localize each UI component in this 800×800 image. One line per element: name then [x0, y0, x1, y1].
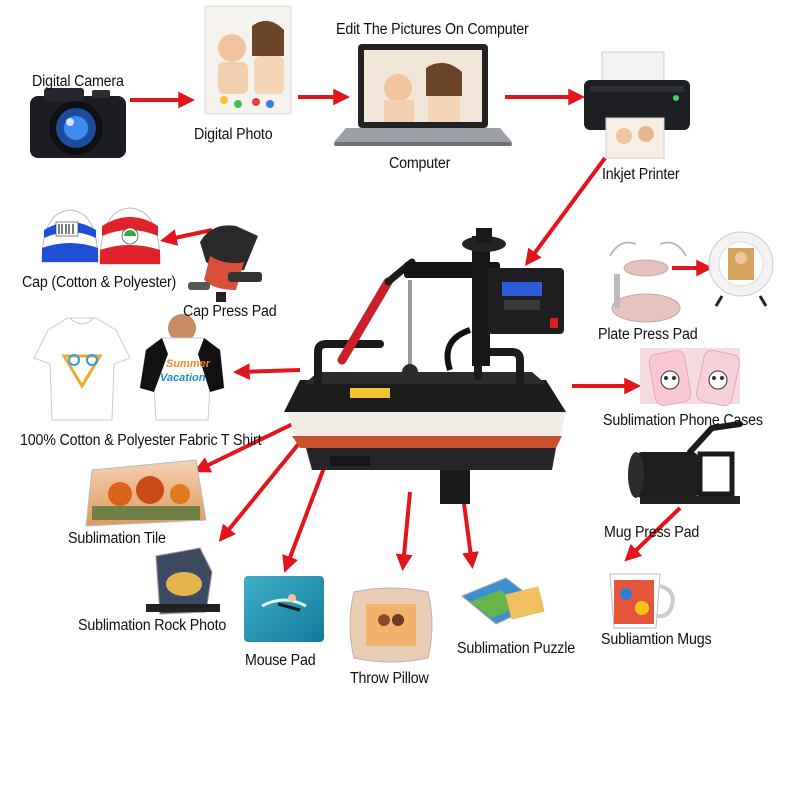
label-mugs: Subliamtion Mugs [601, 631, 712, 648]
arrow-to-pillow [395, 491, 413, 572]
label-plate-press-pad: Plate Press Pad [598, 326, 698, 343]
laptop-computer-icon [334, 44, 512, 146]
label-throw-pillow: Throw Pillow [350, 670, 429, 687]
digital-photo-image [204, 5, 292, 115]
label-puzzle: Sublimation Puzzle [457, 640, 575, 657]
label-t-shirt: 100% Cotton & Polyester Fabric T Shirt [20, 432, 262, 449]
inkjet-printer-icon [584, 51, 690, 159]
raglan-t-shirt-icon: Summer Vacation [139, 314, 225, 421]
label-cap-press-pad: Cap Press Pad [183, 303, 277, 320]
cap-blue-icon [41, 209, 99, 263]
label-digital-photo: Digital Photo [194, 126, 273, 143]
arrow-to-tile [193, 416, 306, 473]
label-computer: Computer [389, 155, 451, 172]
shirt-vacation-text: Vacation [160, 372, 206, 384]
label-digital-camera: Digital Camera [32, 73, 124, 90]
sublimation-plate-image [708, 231, 774, 307]
label-mug-press-pad: Mug Press Pad [604, 524, 700, 541]
arrow-to-mouse-pad [282, 451, 332, 573]
shirt-summer-text: Summer [166, 358, 211, 370]
throw-pillow-image [349, 587, 433, 663]
label-rock-photo: Sublimation Rock Photo [78, 617, 227, 634]
arrow-to-cap [160, 228, 213, 246]
label-cap: Cap (Cotton & Polyester) [22, 274, 177, 291]
label-tile: Sublimation Tile [68, 530, 166, 547]
arrow-to-tshirt [232, 363, 301, 381]
sublimation-puzzle-image [461, 577, 545, 625]
arrow-printer-to-press [525, 156, 607, 267]
mug-press-pad-icon [628, 421, 743, 504]
cap-red-icon [99, 207, 161, 265]
label-inkjet-printer: Inkjet Printer [602, 166, 680, 183]
sublimation-phone-cases-image [640, 348, 741, 407]
arrow-to-rock-photo [218, 434, 307, 542]
arrow-to-mugs [624, 506, 682, 562]
plate-press-pad-icon [609, 241, 687, 323]
sublimation-mug-image [609, 573, 675, 629]
label-phone-cases: Sublimation Phone Cases [603, 412, 763, 429]
sublimation-tile-image [85, 459, 207, 527]
cap-press-pad-icon [188, 225, 262, 302]
flow-arrows [130, 88, 714, 573]
label-edit-pictures: Edit The Pictures On Computer [336, 21, 529, 38]
sublimation-rock-photo-image [146, 547, 220, 615]
label-mouse-pad: Mouse Pad [245, 652, 316, 669]
white-t-shirt-icon [33, 317, 131, 421]
mouse-pad-image [244, 576, 324, 642]
digital-camera-icon [30, 88, 126, 158]
heat-press-machine-icon [284, 228, 566, 504]
